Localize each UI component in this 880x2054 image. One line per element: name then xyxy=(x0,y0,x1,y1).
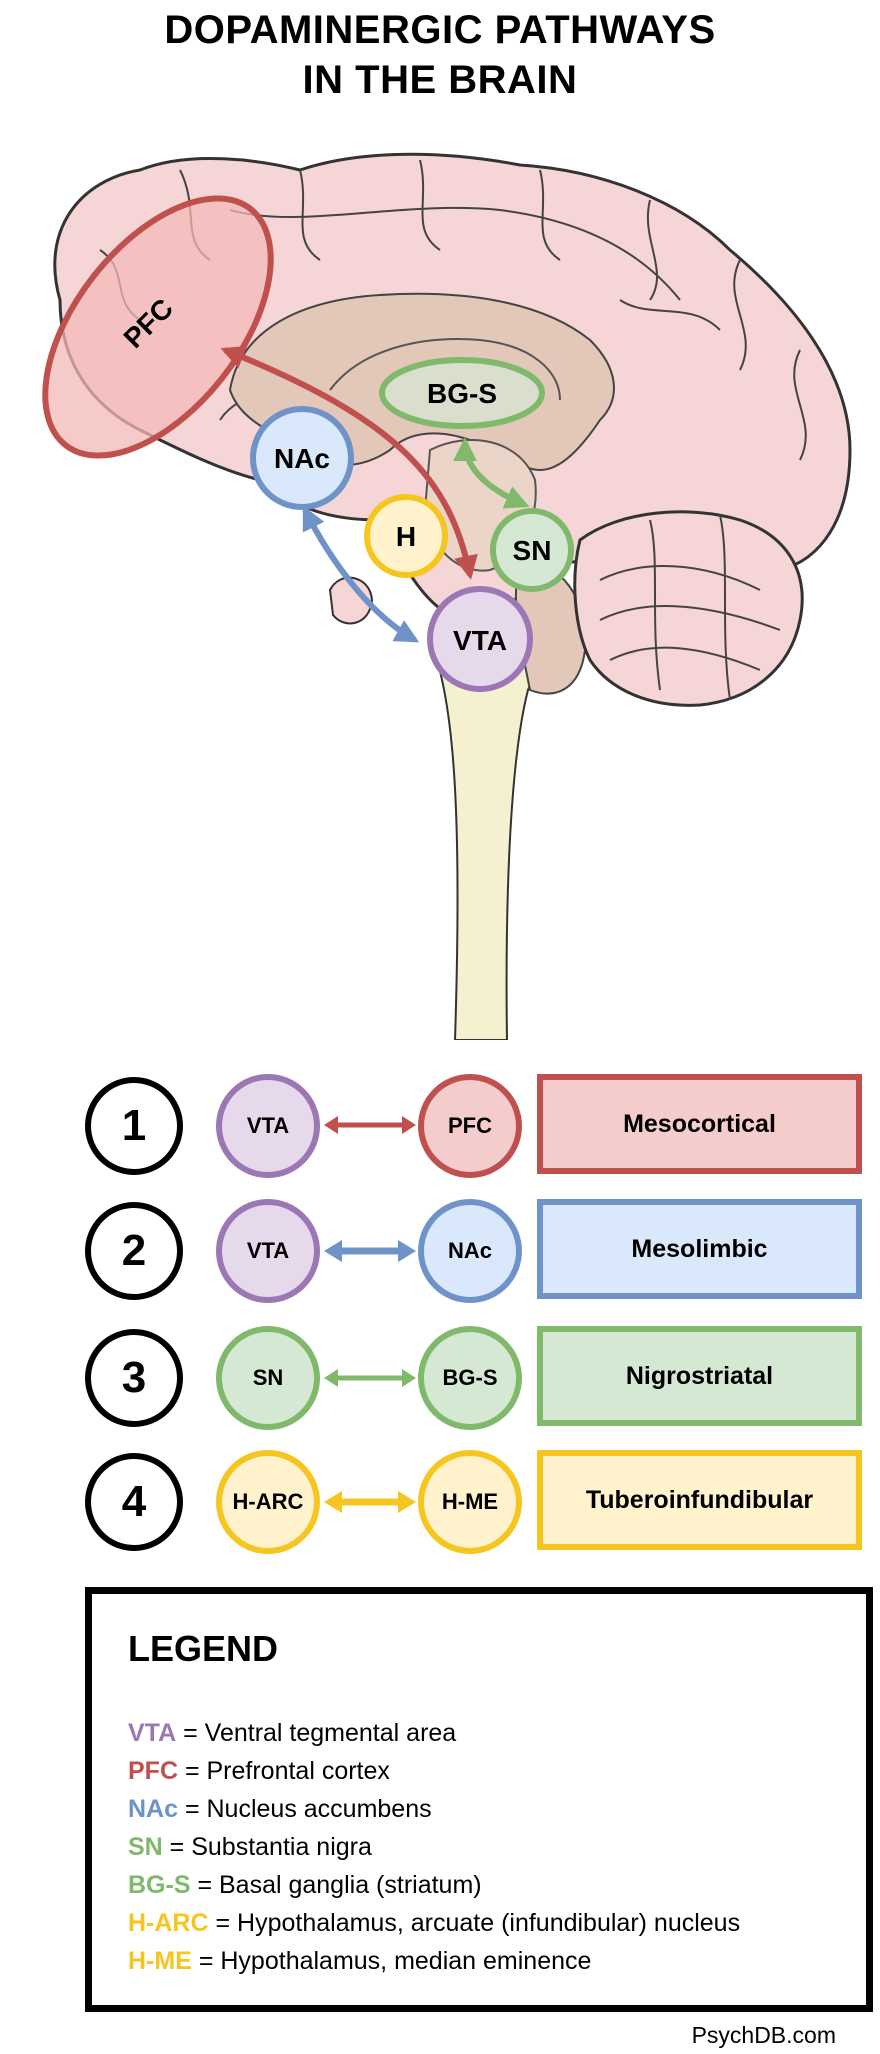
pathway-4-number: 4 xyxy=(85,1453,183,1551)
pathway-3-to: BG-S xyxy=(418,1326,522,1430)
pathway-1-arrow xyxy=(324,1116,416,1134)
pathway-1-to: PFC xyxy=(418,1074,522,1178)
title-line-2: IN THE BRAIN xyxy=(302,58,578,102)
pathway-3-number: 3 xyxy=(85,1329,183,1427)
sn-region xyxy=(490,508,574,592)
legend-item-vta: VTA = Ventral tegmental area xyxy=(128,1719,457,1747)
mesocortical-arrow xyxy=(220,345,478,580)
legend-item-bgs: BG-S = Basal ganglia (striatum) xyxy=(128,1871,482,1899)
pathway-4-from: H-ARC xyxy=(216,1450,320,1554)
bgs-region xyxy=(379,357,545,429)
pathway-2-name: Mesolimbic xyxy=(537,1199,862,1299)
cerebellum xyxy=(573,510,804,707)
nac-label: NAc xyxy=(274,443,330,474)
sn-label: SN xyxy=(513,535,552,566)
pathway-1-number: 1 xyxy=(85,1077,183,1175)
h-region xyxy=(364,494,448,578)
pathway-1-from: VTA xyxy=(216,1074,320,1178)
pathway-3-from: SN xyxy=(216,1326,320,1430)
mesolimbic-arrow xyxy=(302,505,420,643)
legend-item-nac: NAc = Nucleus accumbens xyxy=(128,1795,432,1823)
pathway-3-name: Nigrostriatal xyxy=(537,1326,862,1426)
pathway-4-to: H-ME xyxy=(418,1450,522,1554)
vta-label: VTA xyxy=(453,625,507,656)
legend-item-harc: H-ARC = Hypothalamus, arcuate (infundibu… xyxy=(128,1909,741,1937)
pathway-4-arrow xyxy=(324,1491,416,1513)
vta-region xyxy=(427,586,533,692)
legend-title: LEGEND xyxy=(128,1628,279,1669)
brain-illustration: PFC BG-S NAc H SN VTA xyxy=(42,152,852,1040)
nac-region xyxy=(250,406,354,510)
legend-list: VTA = Ventral tegmental area PFC = Prefr… xyxy=(128,1714,740,1980)
title-line-1: DOPAMINERGIC PATHWAYS xyxy=(164,8,716,52)
legend-item-sn: SN = Substantia nigra xyxy=(128,1833,372,1861)
pathway-2-arrow xyxy=(324,1240,416,1262)
legend-item-pfc: PFC = Prefrontal cortex xyxy=(128,1757,390,1785)
pathway-1-name: Mesocortical xyxy=(537,1074,862,1174)
legend-item-hme: H-ME = Hypothalamus, median eminence xyxy=(128,1947,592,1975)
pathway-3-arrow xyxy=(324,1369,416,1387)
pathway-4-name: Tuberoinfundibular xyxy=(537,1450,862,1550)
bgs-label: BG-S xyxy=(427,378,497,409)
credit-text: PsychDB.com xyxy=(691,2022,836,2048)
pathway-2-number: 2 xyxy=(85,1202,183,1300)
nigrostriatal-arrow xyxy=(453,437,530,509)
legend-box: LEGEND VTA = Ventral tegmental area PFC … xyxy=(85,1587,873,2012)
pathway-2-to: NAc xyxy=(418,1199,522,1303)
h-label: H xyxy=(396,521,416,552)
pathway-2-from: VTA xyxy=(216,1199,320,1303)
